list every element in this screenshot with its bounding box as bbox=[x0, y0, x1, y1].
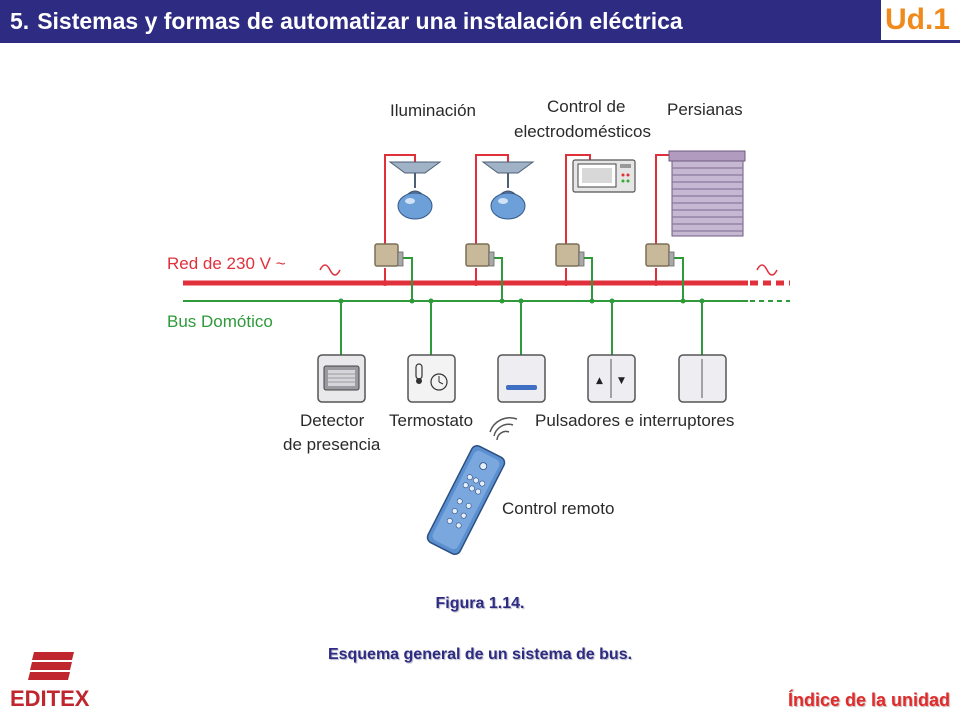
ceiling-lamp-icon bbox=[481, 161, 535, 220]
ac-symbol-icon bbox=[319, 264, 341, 276]
presence-detector-icon bbox=[317, 354, 366, 403]
slide-title: 5. Sistemas y formas de automatizar una i… bbox=[10, 8, 683, 35]
actuator-box bbox=[645, 243, 684, 301]
arrow-up-icon: ▲ bbox=[596, 376, 603, 386]
double-switch-icon bbox=[678, 354, 727, 403]
thermostat-icon bbox=[407, 354, 456, 403]
label-control-line2: electrodomésticos bbox=[514, 122, 651, 141]
actuator-box bbox=[374, 243, 413, 301]
ac-symbol-icon bbox=[756, 264, 778, 276]
section-title: Sistemas y formas de automatizar una ins… bbox=[37, 8, 683, 34]
editex-logo: EDITEX bbox=[10, 648, 102, 715]
figure-caption: Esquema general de un sistema de bus. bbox=[327, 646, 633, 663]
ceiling-lamp-icon bbox=[388, 161, 442, 220]
actuator-box bbox=[555, 243, 593, 301]
index-link[interactable]: Índice de la unidad bbox=[787, 690, 950, 710]
label-persianas: Persianas bbox=[667, 100, 743, 119]
actuator-box bbox=[465, 243, 503, 301]
label-control-remoto: Control remoto bbox=[502, 499, 614, 518]
section-number: 5. bbox=[10, 8, 30, 34]
header-bar: 5. Sistemas y formas de automatizar una i… bbox=[0, 0, 960, 43]
roller-blind-icon bbox=[668, 150, 746, 237]
label-red: Red de 230 V ~ bbox=[167, 254, 286, 273]
power-feeds bbox=[384, 154, 672, 248]
bus-drops bbox=[340, 301, 703, 355]
unit-badge: Ud.1 bbox=[881, 0, 960, 43]
push-button-icon bbox=[497, 354, 546, 403]
label-detector-line1: Detector bbox=[300, 411, 365, 430]
remote-control-icon bbox=[426, 445, 506, 555]
label-bus: Bus Domótico bbox=[167, 312, 273, 331]
arrow-down-icon: ▼ bbox=[618, 376, 625, 386]
label-termostato: Termostato bbox=[389, 411, 473, 430]
unit-label: Ud.1 bbox=[884, 3, 950, 36]
label-control-line1: Control de bbox=[547, 97, 625, 116]
editex-logo-mark: EDITEX bbox=[10, 652, 90, 711]
actuators bbox=[374, 243, 684, 301]
logo-text: EDITEX bbox=[10, 686, 90, 710]
blind-switch-icon: ▲ ▼ bbox=[587, 354, 636, 403]
label-detector-line2: de presencia bbox=[283, 435, 381, 454]
microwave-icon bbox=[572, 159, 636, 193]
figure-number: Figura 1.14. bbox=[435, 595, 525, 612]
signal-waves-icon bbox=[489, 417, 518, 441]
label-iluminacion: Iluminación bbox=[390, 101, 476, 120]
junction-dots bbox=[338, 280, 705, 304]
label-pulsadores: Pulsadores e interruptores bbox=[535, 411, 734, 430]
